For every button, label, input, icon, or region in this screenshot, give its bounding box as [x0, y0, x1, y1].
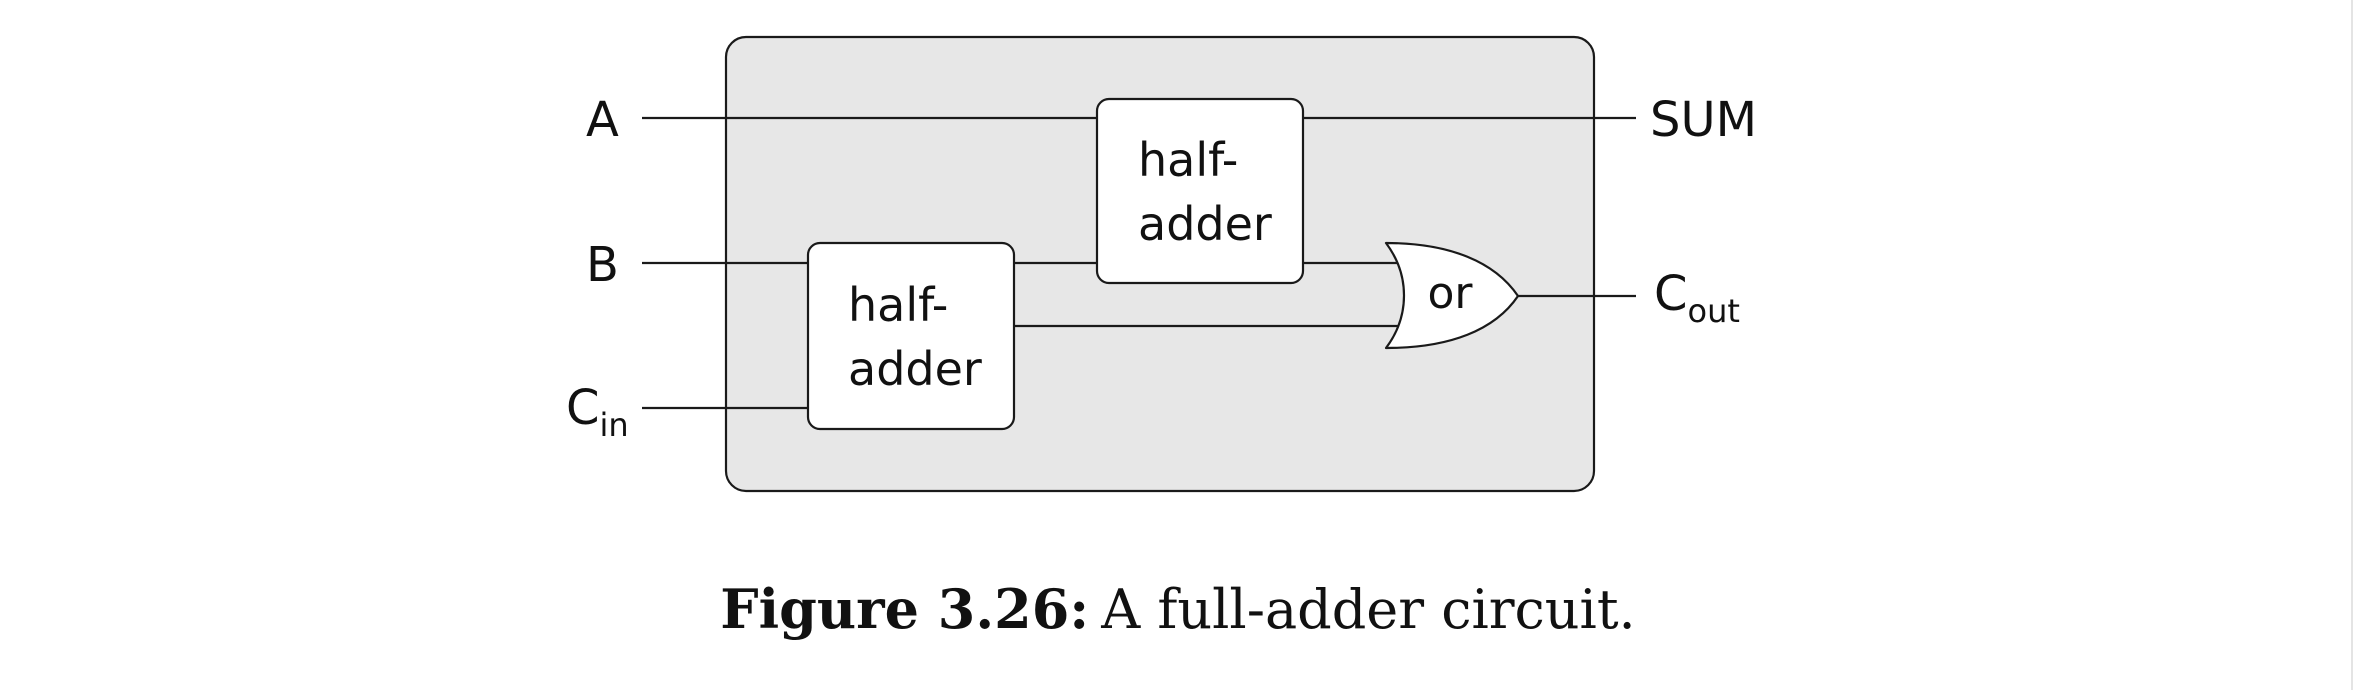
figure-caption: Figure 3.26:A full-adder circuit.	[0, 582, 2356, 637]
figure-caption-label: Figure 3.26:	[720, 577, 1090, 641]
half-adder-bottom: half- adder	[806, 241, 1016, 431]
input-label-cin: Cin	[566, 380, 629, 444]
input-label-b: B	[586, 237, 619, 293]
full-adder-diagram: half- adder half- adder or A B Cin SUM C…	[566, 35, 1757, 493]
half-adder-bottom-line1: half-	[848, 278, 948, 332]
half-adder-top: half- adder	[1095, 97, 1305, 285]
output-label-cout: Cout	[1654, 266, 1740, 330]
wires	[642, 116, 1636, 410]
output-label-cout-sub: out	[1688, 292, 1740, 330]
input-label-cin-main: C	[566, 380, 600, 436]
input-label-a: A	[586, 92, 619, 148]
output-label-cout-main: C	[1654, 266, 1688, 322]
or-gate: or	[1384, 241, 1520, 350]
or-gate-label: or	[1427, 268, 1473, 319]
half-adder-top-line1: half-	[1138, 133, 1238, 187]
half-adder-bottom-line2: adder	[848, 342, 982, 396]
output-label-sum: SUM	[1650, 92, 1757, 148]
input-label-cin-sub: in	[600, 406, 629, 444]
page-edge-rule	[2351, 0, 2353, 690]
half-adder-top-line2: adder	[1138, 197, 1272, 251]
figure-caption-text: A full-adder circuit.	[1101, 578, 1636, 641]
